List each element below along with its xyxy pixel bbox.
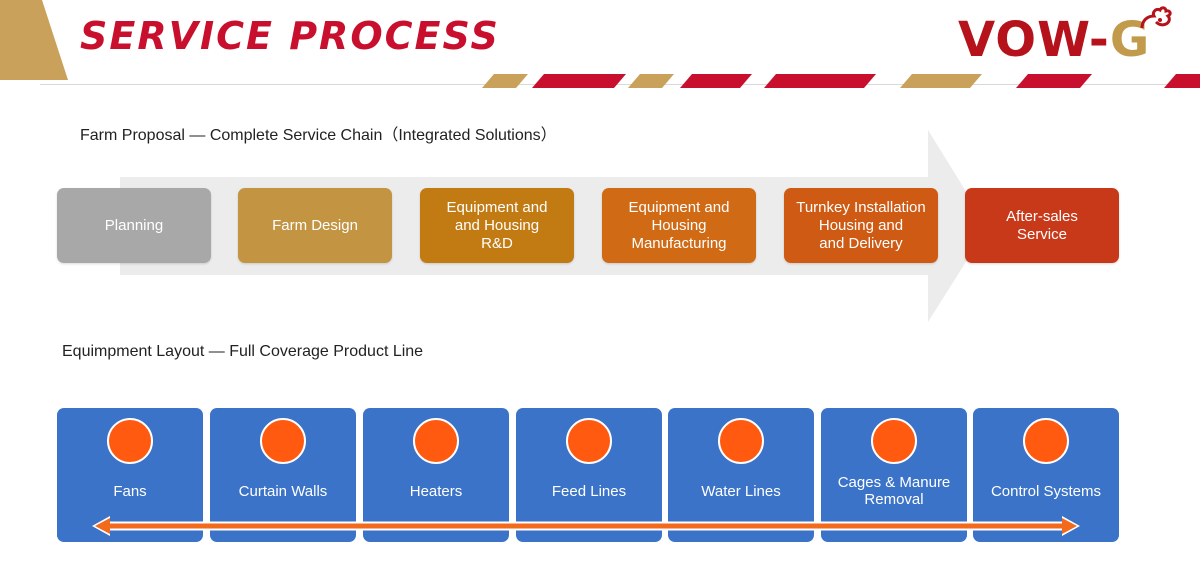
- step-label: Planning: [104, 216, 164, 234]
- rooster-icon: [1140, 6, 1172, 29]
- header-divider: [40, 84, 1200, 85]
- product-label: Heaters: [409, 482, 463, 500]
- product-dot-icon: [260, 418, 306, 464]
- product-control-systems: Control Systems: [973, 408, 1119, 542]
- product-dot-icon: [1023, 418, 1069, 464]
- product-heaters: Heaters: [363, 408, 509, 542]
- product-label: Curtain Walls: [238, 482, 328, 500]
- product-curtain-walls: Curtain Walls: [210, 408, 356, 542]
- product-label: Control Systems: [990, 482, 1102, 500]
- product-dot-icon: [718, 418, 764, 464]
- product-dot-icon: [871, 418, 917, 464]
- logo-wordmark-main: VOW-: [958, 12, 1110, 68]
- product-feed-lines: Feed Lines: [516, 408, 662, 542]
- step-planning: Planning: [57, 188, 211, 263]
- product-dot-icon: [566, 418, 612, 464]
- product-label: Water Lines: [701, 482, 781, 500]
- product-fans: Fans: [57, 408, 203, 542]
- service-chain-heading: Farm Proposal — Complete Service Chain（I…: [80, 127, 557, 144]
- product-label: Feed Lines: [551, 482, 627, 500]
- header-stripes: [482, 74, 1200, 88]
- product-dot-icon: [107, 418, 153, 464]
- product-water-lines: Water Lines: [668, 408, 814, 542]
- product-dot-icon: [413, 418, 459, 464]
- logo-wordmark: VOW-G: [958, 12, 1150, 68]
- product-label: Fans: [113, 482, 147, 500]
- page-title: SERVICE PROCESS: [80, 14, 500, 58]
- step-farm-design: Farm Design: [238, 188, 392, 263]
- brand-logo: VOW-G: [958, 6, 1188, 74]
- double-arrow-connector: [92, 516, 1080, 536]
- header-corner-triangle: [0, 0, 68, 80]
- equipment-heading: Equimpment Layout — Full Coverage Produc…: [62, 343, 424, 360]
- step-label: Farm Design: [272, 216, 358, 234]
